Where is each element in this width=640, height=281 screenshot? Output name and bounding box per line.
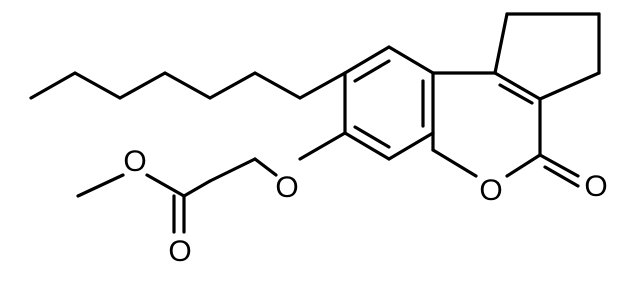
- bond: [253, 71, 302, 100]
- bond: [538, 153, 580, 178]
- bond: [343, 131, 391, 161]
- bond: [493, 12, 509, 75]
- bond: [298, 131, 347, 161]
- bond: [73, 71, 122, 100]
- bond: [29, 71, 77, 100]
- bond: [182, 179, 212, 198]
- ester-oxygen-label: O: [123, 145, 146, 178]
- bond: [543, 165, 580, 188]
- bond: [538, 71, 601, 101]
- bonds: [29, 12, 601, 234]
- bond: [253, 157, 278, 177]
- bond: [76, 173, 125, 198]
- ring-carbonyl-oxygen-label: O: [584, 170, 607, 203]
- ring-oxygen-label: O: [479, 174, 502, 207]
- bond: [498, 83, 534, 105]
- bond: [387, 131, 435, 161]
- bond: [353, 125, 391, 149]
- bond: [387, 45, 435, 75]
- atom-labels: O O O O O: [123, 145, 607, 268]
- bond: [493, 71, 542, 101]
- bond: [353, 59, 391, 83]
- bond: [118, 71, 167, 100]
- bond: [145, 173, 186, 198]
- bond: [163, 71, 212, 100]
- bond: [298, 71, 347, 100]
- ester-carbonyl-oxygen-label: O: [168, 235, 191, 268]
- ether-oxygen-label: O: [275, 171, 298, 204]
- bond: [505, 153, 542, 178]
- bond: [208, 71, 257, 100]
- bond: [431, 148, 478, 178]
- bond: [208, 157, 257, 183]
- bond: [343, 45, 391, 75]
